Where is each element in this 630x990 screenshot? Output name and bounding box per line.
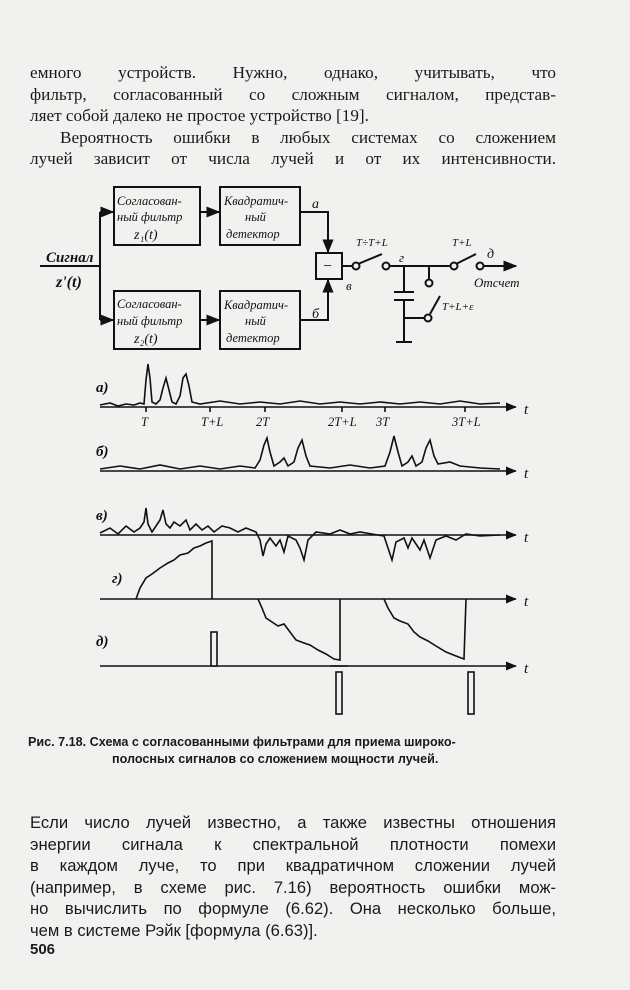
detector2-line2: ный: [245, 314, 267, 328]
filter2-line3: z₂(t): [133, 332, 158, 347]
filter1-line3: z₁(t): [133, 228, 158, 243]
switch1-label: T÷T+L: [356, 237, 388, 249]
waveform-label-g: г): [112, 571, 123, 587]
figure-caption: Рис. 7.18. Схема с согласованными фильтр…: [28, 734, 568, 768]
detector2-line3: детектор: [226, 331, 280, 345]
waveform-v: [99, 507, 501, 564]
tick-T: T: [141, 415, 149, 429]
waveform-g-3: [383, 598, 467, 661]
tick-2T: 2T: [256, 415, 270, 429]
axis-t-g: t: [524, 594, 529, 610]
adder-symbol: −: [323, 258, 332, 275]
input-label: Сигнал: [46, 250, 94, 266]
text-line: фильтр, согласованный со сложным сигнало…: [30, 84, 556, 104]
switch2-label: T+L: [452, 237, 472, 249]
filter1-line1: Согласован-: [117, 194, 182, 208]
text-line: (например, в схеме рис. 7.16) вероятност…: [30, 877, 556, 897]
pulse-positive: [210, 631, 218, 667]
caption-line: полосных сигналов со сложением мощности …: [112, 752, 439, 766]
text-line: емного устройств. Нужно, однако, учитыва…: [30, 63, 556, 82]
text-line: Если число лучей известно, а также извес…: [30, 813, 556, 832]
point-v-label: в: [346, 278, 352, 293]
axis-t-v: t: [524, 530, 529, 546]
pulse-negative-1: [335, 671, 343, 715]
text-line: Вероятность ошибки в любых системах со с…: [60, 127, 556, 147]
point-b-label: б: [312, 307, 320, 322]
tick-2T-plus-L: 2T+L: [328, 415, 357, 429]
text-line: ляет собой далеко не простое устройство …: [30, 106, 369, 125]
text-line: лучей зависит от числа лучей и от их инт…: [30, 149, 556, 168]
point-d-label: д: [487, 247, 494, 262]
bottom-paragraph: Если число лучей известно, а также извес…: [30, 812, 556, 941]
page-number: 506: [30, 941, 56, 958]
tick-3T-plus-L: 3T+L: [451, 415, 481, 429]
filter2-line1: Согласован-: [117, 297, 182, 311]
point-a-label: а: [312, 197, 319, 212]
top-paragraph: емного устройств. Нужно, однако, учитыва…: [30, 62, 556, 170]
waveform-label-d: д): [96, 634, 108, 650]
filter2-line2: ный фильтр: [117, 314, 182, 328]
waveform-g-2: [257, 598, 341, 661]
matched-filter-1: [113, 186, 201, 246]
detector1-line2: ный: [245, 210, 267, 224]
waveform-label-b: б): [96, 444, 108, 460]
block-diagram: [40, 186, 518, 350]
switch3-label: T+L+ε: [442, 301, 474, 313]
point-g-label: г: [399, 250, 404, 265]
axis-t-b: t: [524, 466, 529, 482]
axis-t-a: t: [524, 402, 529, 418]
input-signal-label: z'(t): [55, 274, 82, 291]
waveform-label-a: а): [96, 380, 109, 396]
filter1-line2: ный фильтр: [117, 210, 182, 224]
waveform-b: [99, 435, 501, 470]
detector1-line1: Квадратич-: [223, 194, 288, 208]
tick-3T: 3T: [375, 415, 390, 429]
text-line: но вычислить по формуле (6.62). Она неск…: [30, 899, 556, 918]
pulse-negative-2: [467, 671, 475, 715]
text-line: чем в системе Рэйк [формула (6.63)].: [30, 920, 318, 940]
waveforms: [99, 363, 518, 715]
tick-T-plus-L: T+L: [201, 415, 223, 429]
waveform-a: [99, 363, 501, 407]
axis-t-d: t: [524, 661, 529, 677]
detector2-line1: Квадратич-: [223, 298, 288, 312]
text-line: в каждом луче, то при квадратичном сложе…: [30, 856, 556, 875]
waveform-g-1: [135, 539, 213, 600]
text-line: энергии сигнала к спектральной плотности…: [30, 834, 556, 854]
figure-7-18: Сигнал z'(t) Согласован- ный фильтр z₁(t…: [40, 186, 529, 715]
output-label: Отсчет: [474, 275, 520, 290]
waveform-label-v: в): [96, 508, 108, 524]
caption-line: Рис. 7.18. Схема с согласованными фильтр…: [28, 735, 456, 749]
detector1-line3: детектор: [226, 227, 280, 241]
